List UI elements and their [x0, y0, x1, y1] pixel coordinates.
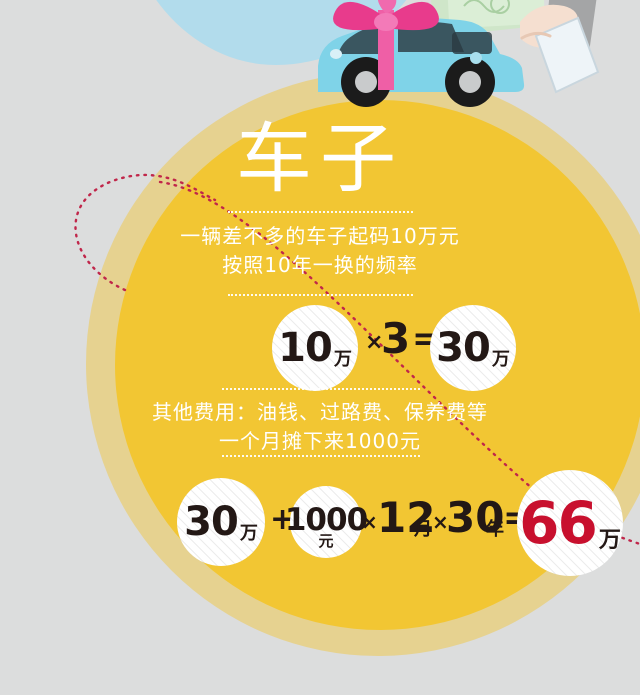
lede-line-2: 按照10年一换的频率	[222, 253, 418, 277]
term-30-value: 30	[446, 493, 505, 542]
operator-multiply-3: ×	[432, 510, 449, 534]
chip-66-wan-total: 66 万	[517, 470, 623, 576]
subnote-text: 其他费用：油钱、过路费、保养费等 一个月摊下来1000元	[0, 398, 640, 456]
multiplier-3: 3	[381, 314, 411, 363]
divider-above-subnote	[222, 388, 420, 390]
divider-top	[228, 211, 413, 213]
chip-30b-value: 30	[184, 499, 239, 545]
subnote-line-1: 其他费用：油钱、过路费、保养费等	[152, 400, 488, 424]
page-title: 车子	[236, 114, 404, 203]
subnote-line-2: 一个月摊下来1000元	[219, 429, 421, 453]
term-12-value: 12	[377, 493, 436, 542]
car-gift-illustration	[318, 0, 600, 107]
chip-30-wan-result: 30 万	[430, 305, 516, 391]
term-30-unit: 年	[486, 519, 504, 540]
hand-holding-card-icon	[520, 0, 600, 94]
chip-66-unit: 万	[598, 528, 621, 553]
chip-30-value: 30	[436, 325, 491, 371]
operator-multiply-2: ×	[361, 510, 378, 534]
lede-line-1: 一辆差不多的车子起码10万元	[180, 224, 460, 248]
chip-1000-value: 1000	[284, 502, 368, 538]
term-12-unit: 月	[414, 519, 432, 540]
gift-ribbon-icon	[333, 0, 439, 90]
chip-10-value: 10	[278, 325, 333, 371]
operator-multiply-1: ×	[365, 330, 384, 355]
divider-below-subnote	[222, 455, 420, 457]
chip-10-unit: 万	[333, 349, 352, 370]
chip-1000-yuan: 1000 元	[285, 486, 368, 558]
chip-30-unit: 万	[491, 349, 510, 370]
chip-66-value: 66	[519, 489, 598, 557]
chip-1000-unit: 元	[318, 532, 334, 550]
chip-30-wan-term: 30 万	[177, 478, 265, 566]
chip-10-wan: 10 万	[272, 305, 358, 391]
chip-30b-unit: 万	[239, 523, 258, 544]
car-icon	[318, 17, 525, 107]
divider-below-lede	[228, 294, 413, 296]
lede-text: 一辆差不多的车子起码10万元 按照10年一换的频率	[0, 222, 640, 280]
